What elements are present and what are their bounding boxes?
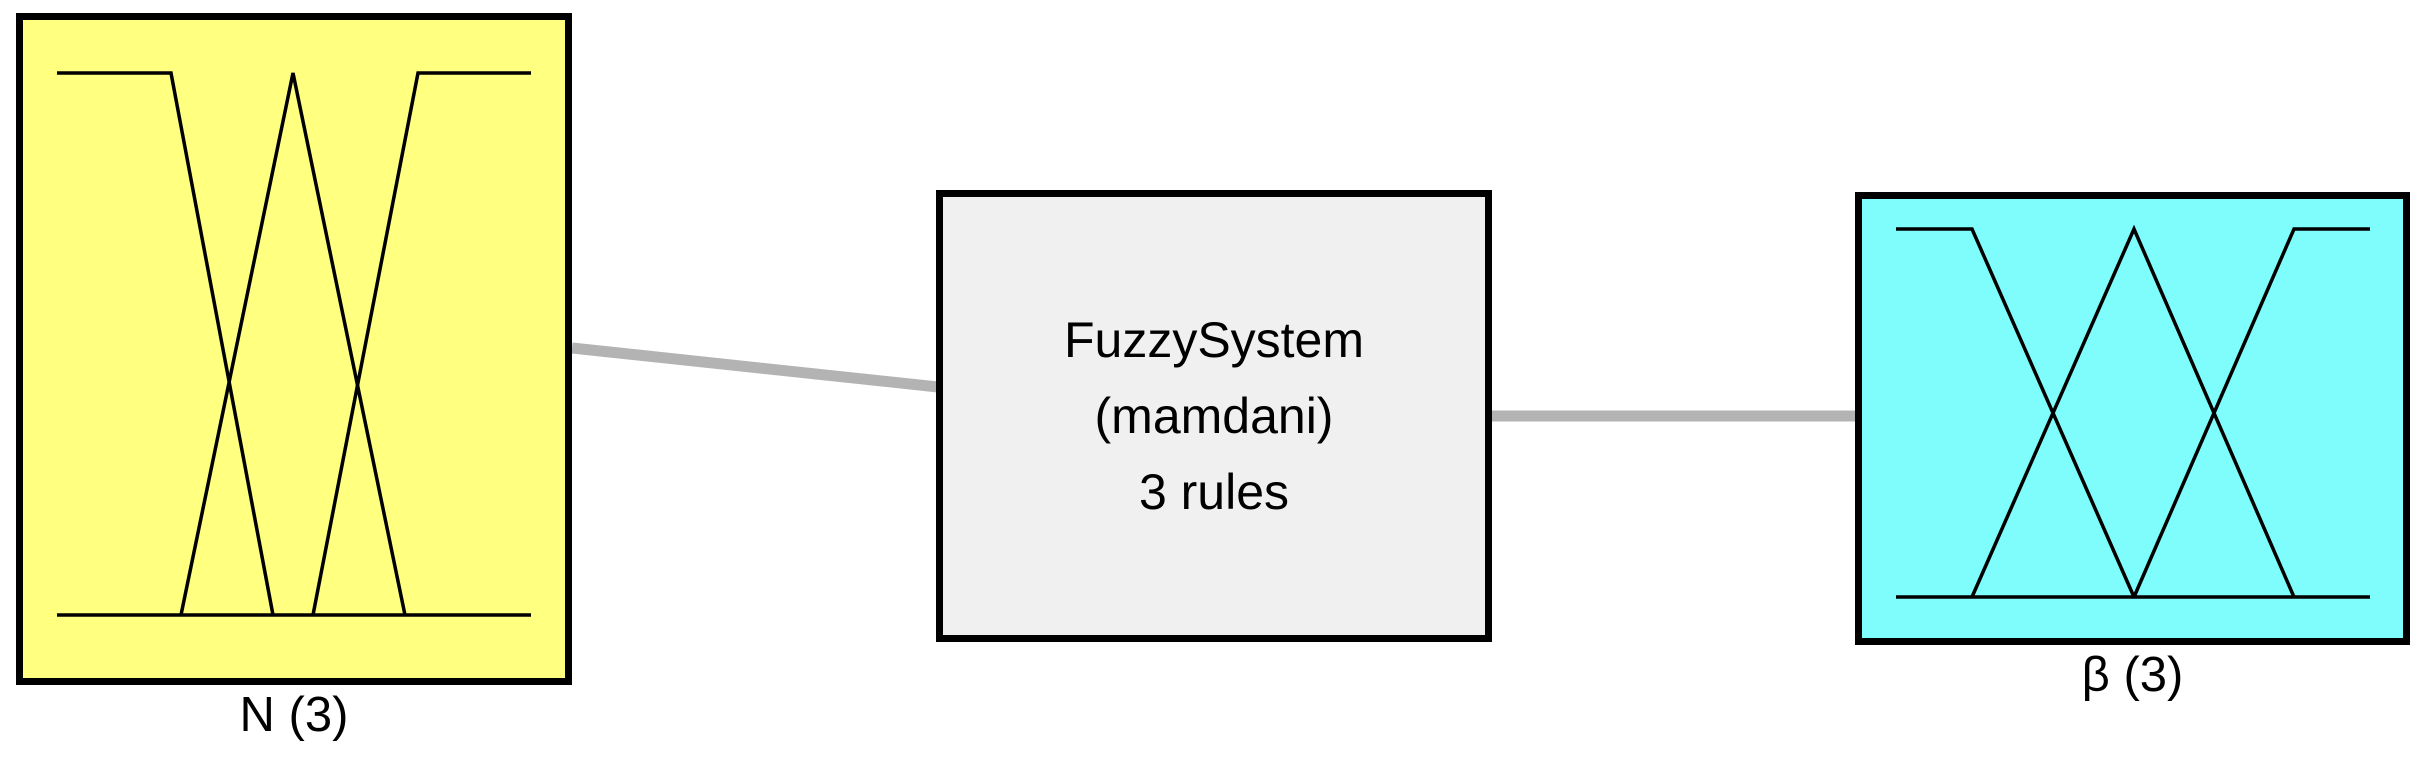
input-variable-box[interactable] — [16, 13, 572, 685]
output-variable-caption: β (3) — [2081, 648, 2184, 702]
fuzzy-system-title: FuzzySystem — [1063, 312, 1365, 368]
input-variable-caption: N (3) — [239, 688, 349, 742]
output-term-1-curve — [1896, 227, 2136, 598]
output-variable-box[interactable] — [1855, 192, 2410, 645]
fuzzy-system-rules: 3 rules — [1138, 464, 1290, 520]
output-term-3-curve — [2132, 227, 2370, 598]
input-term-2-curve — [179, 72, 407, 616]
input-term-3-curve — [311, 71, 531, 616]
input-membership-plot — [57, 71, 531, 617]
fuzzy-system-block[interactable]: FuzzySystem (mamdani) 3 rules — [936, 190, 1492, 642]
input-term-1-curve — [57, 71, 275, 616]
output-membership-plot — [1896, 224, 2370, 599]
input-to-system-connector — [571, 342, 939, 393]
output-term-2-curve — [1970, 224, 2296, 598]
fuzzy-system-method: (mamdani) — [1094, 388, 1334, 444]
